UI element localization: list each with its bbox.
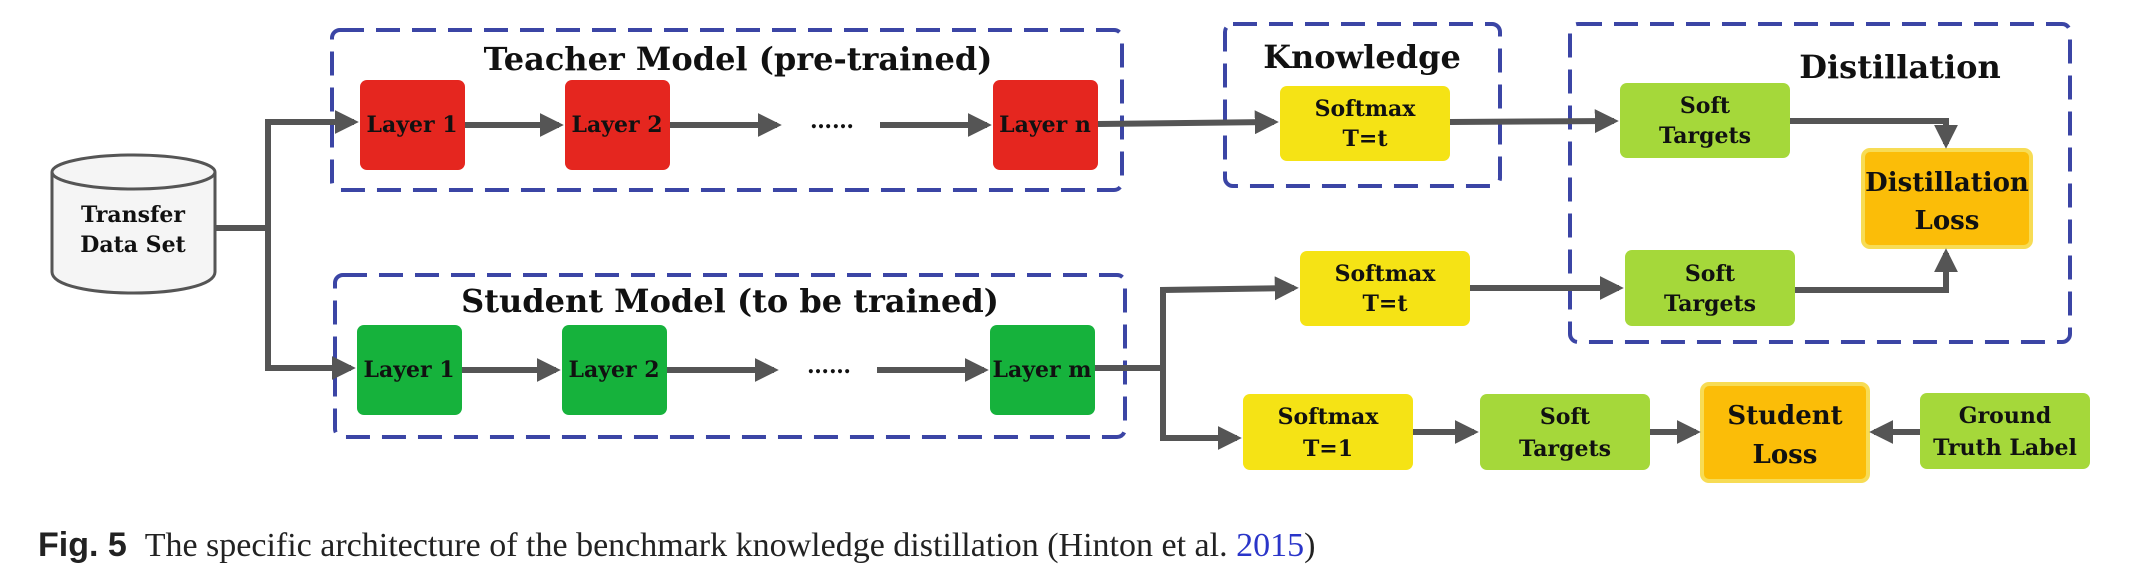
student-softmax-1-line1: Softmax	[1278, 404, 1380, 430]
connector-arrows	[215, 109, 1958, 450]
teacher-layer-n: Layer n	[993, 80, 1098, 170]
teacher-ellipsis: ……	[810, 108, 854, 134]
student-layer-2: Layer 2	[562, 325, 667, 415]
distillation-frame	[1568, 22, 2072, 344]
student-layer-1-label: Layer 1	[363, 357, 454, 383]
arrow-soft-to-distill-loss	[1790, 118, 1958, 149]
citation-year-link[interactable]: 2015	[1236, 527, 1305, 564]
soft-targets-student-line2: Targets	[1664, 291, 1756, 317]
student-softmax-1-line2: T=1	[1303, 436, 1353, 462]
arrow-to-student	[265, 228, 356, 380]
knowledge-distillation-diagram: Teacher Model (pre-trained) Student Mode…	[50, 22, 2090, 483]
knowledge-title: Knowledge	[1263, 38, 1461, 76]
student-softmax-t-box: Softmax T=t	[1300, 251, 1470, 326]
student-softmax-t-line1: Softmax	[1335, 261, 1437, 287]
teacher-model-frame	[330, 28, 1124, 192]
student-loss-line1: Student	[1727, 401, 1842, 431]
student-soft-targets-line1: Soft	[1540, 404, 1591, 430]
distillation-title: Distillation	[1799, 48, 2000, 86]
ground-truth-line1: Ground	[1959, 403, 2051, 429]
figure-label: Fig. 5	[38, 526, 127, 564]
teacher-softmax-box: Softmax T=t	[1280, 86, 1450, 161]
teacher-layer-2-label: Layer 2	[571, 112, 662, 138]
caption-text: The specific architecture of the benchma…	[144, 527, 1237, 564]
student-layer-2-label: Layer 2	[568, 357, 659, 383]
student-soft-targets-box: Soft Targets	[1480, 394, 1650, 470]
distillation-loss-box: Distillation Loss	[1861, 148, 2033, 249]
soft-targets-teacher-line2: Targets	[1659, 123, 1751, 149]
teacher-layer-2: Layer 2	[565, 80, 670, 170]
arrow-to-softmax-t	[1160, 276, 1299, 368]
soft-targets-teacher: Soft Targets	[1620, 83, 1790, 158]
soft-targets-teacher-line1: Soft	[1680, 93, 1731, 119]
student-softmax-1-box: Softmax T=1	[1243, 394, 1413, 470]
caption-close: )	[1304, 527, 1316, 564]
figure-caption: Fig. 5 The specific architecture of the …	[38, 526, 1315, 565]
teacher-softmax-line2: T=t	[1343, 126, 1389, 152]
student-layer-1: Layer 1	[357, 325, 462, 415]
ground-truth-label-box: Ground Truth Label	[1920, 393, 2090, 469]
soft-targets-student-line1: Soft	[1685, 261, 1736, 287]
arrow-softmax-to-soft	[1449, 109, 1619, 134]
student-layer-m: Layer m	[990, 325, 1095, 415]
transfer-data-set: Transfer Data Set	[50, 153, 217, 295]
arrow-soft2-to-distill-loss	[1795, 248, 1958, 293]
transfer-data-set-line1: Transfer	[81, 202, 185, 228]
distillation-loss-line2: Loss	[1915, 206, 1980, 236]
soft-targets-student: Soft Targets	[1625, 250, 1795, 326]
transfer-data-set-line2: Data Set	[80, 232, 186, 258]
student-softmax-t-line2: T=t	[1363, 291, 1409, 317]
student-ellipsis: ……	[807, 353, 851, 379]
teacher-layer-1-label: Layer 1	[366, 112, 457, 138]
student-loss-line2: Loss	[1753, 440, 1818, 470]
student-soft-targets-line2: Targets	[1519, 436, 1611, 462]
knowledge-frame	[1223, 22, 1502, 188]
arrow-to-softmax-1	[1160, 368, 1242, 450]
ground-truth-line2: Truth Label	[1933, 435, 2077, 461]
arrow-teacher-to-softmax	[1097, 110, 1279, 135]
arrow-to-teacher	[265, 110, 359, 228]
student-loss-box: Student Loss	[1700, 382, 1870, 483]
teacher-softmax-line1: Softmax	[1315, 96, 1417, 122]
teacher-layer-1: Layer 1	[360, 80, 465, 170]
teacher-model-title: Teacher Model (pre-trained)	[484, 40, 993, 78]
teacher-layer-n-label: Layer n	[999, 112, 1091, 138]
student-layer-m-label: Layer m	[992, 357, 1091, 383]
distillation-loss-line1: Distillation	[1865, 168, 2029, 198]
student-model-title: Student Model (to be trained)	[461, 282, 999, 320]
